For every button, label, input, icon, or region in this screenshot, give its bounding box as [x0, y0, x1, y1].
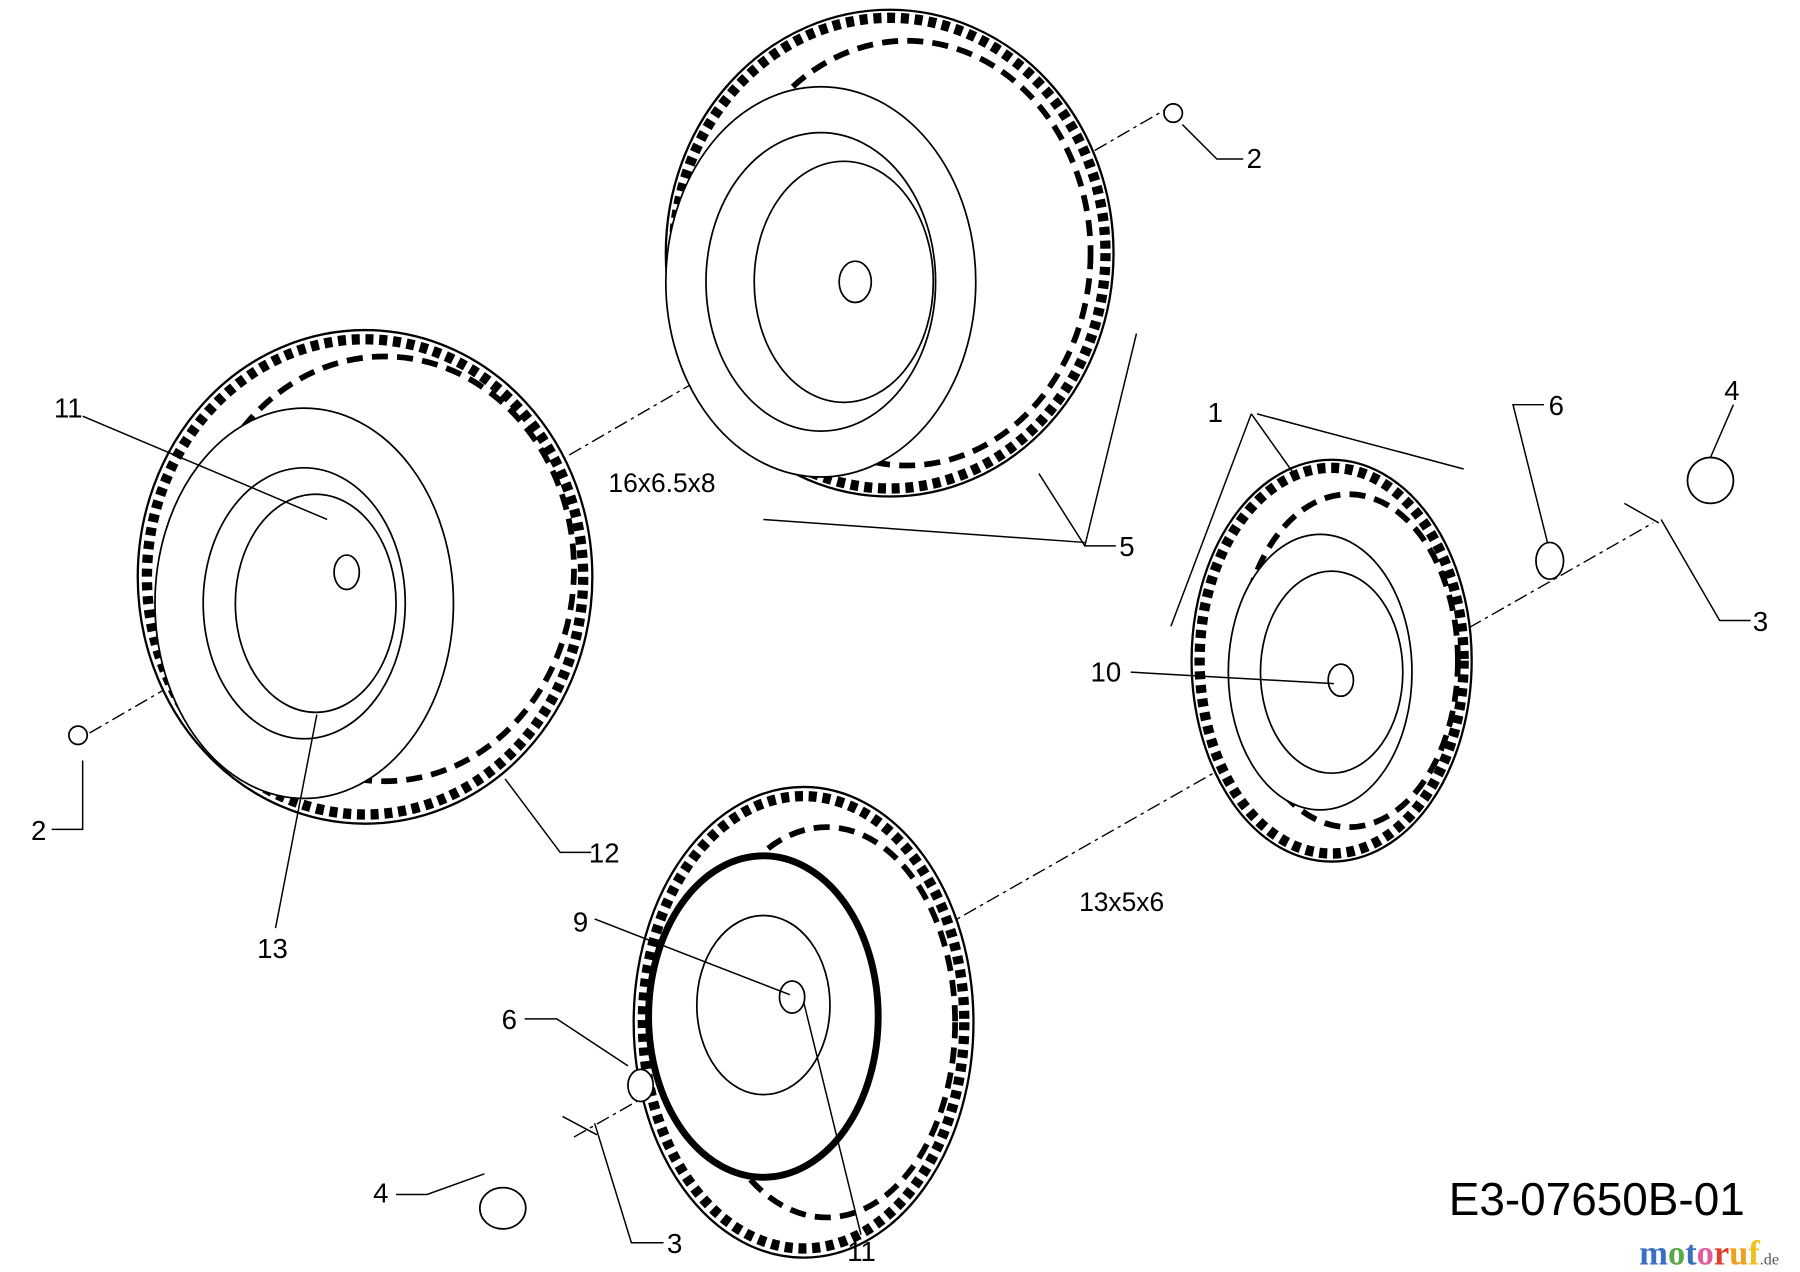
rear-tire-size: 16x6.5x8: [608, 468, 715, 498]
rear-wheel-top: [664, 8, 1115, 498]
svg-text:motoruf.de: motoruf.de: [1639, 1235, 1779, 1272]
pin-right: [1623, 502, 1660, 524]
callout-11: 11: [54, 392, 83, 423]
front-tire-size: 13x5x6: [1079, 887, 1164, 917]
washer-bottom: [627, 1068, 655, 1103]
callout-5: 5: [1119, 531, 1134, 562]
callout-12: 12: [589, 838, 620, 869]
leader-lines: [51, 124, 1751, 1244]
callout-2: 2: [31, 815, 46, 846]
small-parts: [68, 103, 1735, 1230]
pin-bottom: [562, 1115, 598, 1136]
callout-3: 3: [667, 1228, 682, 1259]
cap-right: [1686, 456, 1735, 505]
callout-1: 1: [1208, 397, 1223, 428]
front-wheel-bottom: [632, 785, 975, 1259]
callout-4: 4: [1724, 375, 1739, 406]
callout-6: 6: [1549, 390, 1564, 421]
callout-10: 10: [1091, 656, 1122, 687]
bolt-top: [1163, 103, 1184, 124]
rear-wheel-left: [136, 328, 594, 825]
front-axle-centerline: [573, 522, 1654, 1138]
callout-9: 9: [573, 907, 588, 938]
cap-bottom: [478, 1186, 527, 1230]
washer-right: [1535, 541, 1565, 581]
callout-4: 4: [373, 1178, 388, 1209]
callout-6: 6: [502, 1004, 517, 1035]
callout-2: 2: [1247, 143, 1262, 174]
callout-11: 11: [847, 1236, 876, 1267]
drawing-code: E3-07650B-01: [1449, 1173, 1745, 1225]
watermark-logo: motoruf.de: [1639, 1235, 1779, 1272]
callout-3: 3: [1753, 606, 1768, 637]
bolt-left: [68, 725, 89, 746]
front-wheel-right: [1190, 458, 1473, 863]
callout-13: 13: [257, 933, 288, 964]
